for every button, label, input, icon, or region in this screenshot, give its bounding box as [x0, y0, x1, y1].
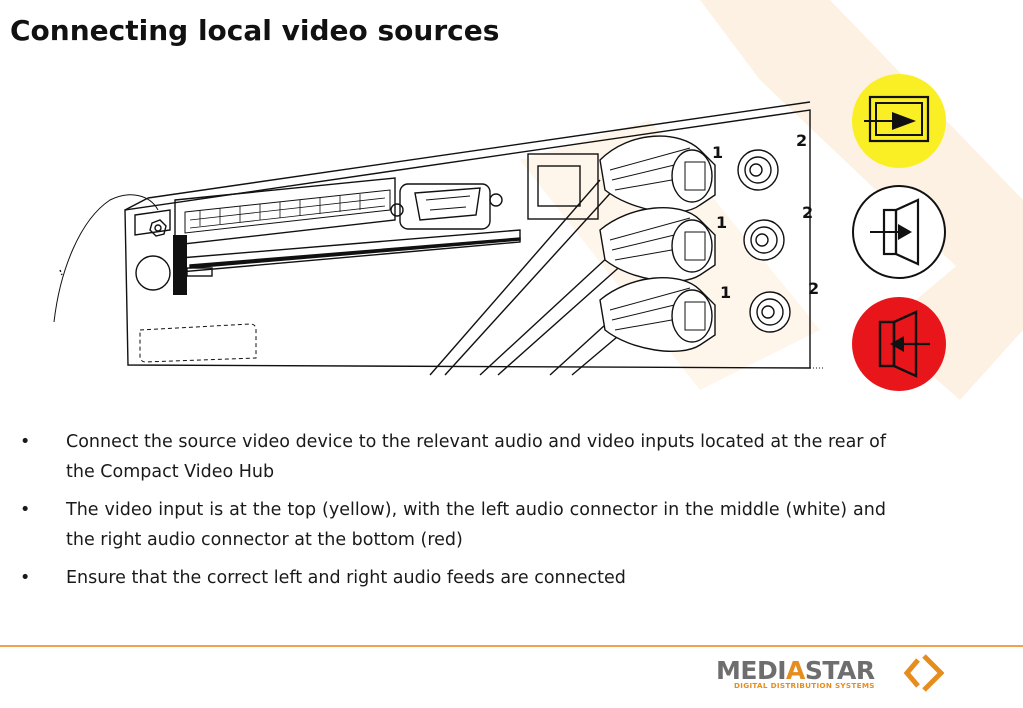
port-label-mid-2: 2	[802, 203, 813, 222]
logo-diamond-icon	[904, 654, 944, 692]
port-label-bot-1: 1	[720, 283, 731, 302]
logo-tagline: DIGITAL DISTRIBUTION SYSTEMS	[734, 681, 875, 690]
bullet-marker: •	[20, 500, 31, 520]
bullet-text: The video input is at the top (yellow), …	[66, 500, 886, 550]
instruction-list: • Connect the source video device to the …	[18, 428, 886, 603]
port-label-bot-2: 2	[808, 279, 819, 298]
list-item: • Connect the source video device to the …	[18, 428, 886, 487]
bullet-marker: •	[20, 432, 31, 452]
list-item: • Ensure that the correct left and right …	[18, 564, 886, 594]
logo-wordmark: MEDIASTAR	[716, 656, 875, 685]
video-input-icon	[852, 74, 946, 168]
audio-left-icon	[852, 185, 946, 279]
mediastar-logo: MEDIASTAR DIGITAL DISTRIBUTION SYSTEMS	[714, 652, 950, 694]
connector-legend	[852, 74, 946, 391]
port-label-top-2: 2	[796, 131, 807, 150]
port-label-mid-1: 1	[716, 213, 727, 232]
bullet-text: Connect the source video device to the r…	[66, 432, 886, 482]
bullet-text: Ensure that the correct left and right a…	[66, 568, 626, 588]
footer-divider	[0, 645, 1023, 647]
device-rear-panel-diagram: 1 2 1 2 1 2	[53, 101, 823, 376]
audio-right-icon	[852, 297, 946, 391]
bullet-marker: •	[20, 568, 31, 588]
port-label-top-1: 1	[712, 143, 723, 162]
list-item: • The video input is at the top (yellow),…	[18, 496, 886, 555]
page-title: Connecting local video sources	[10, 14, 500, 47]
